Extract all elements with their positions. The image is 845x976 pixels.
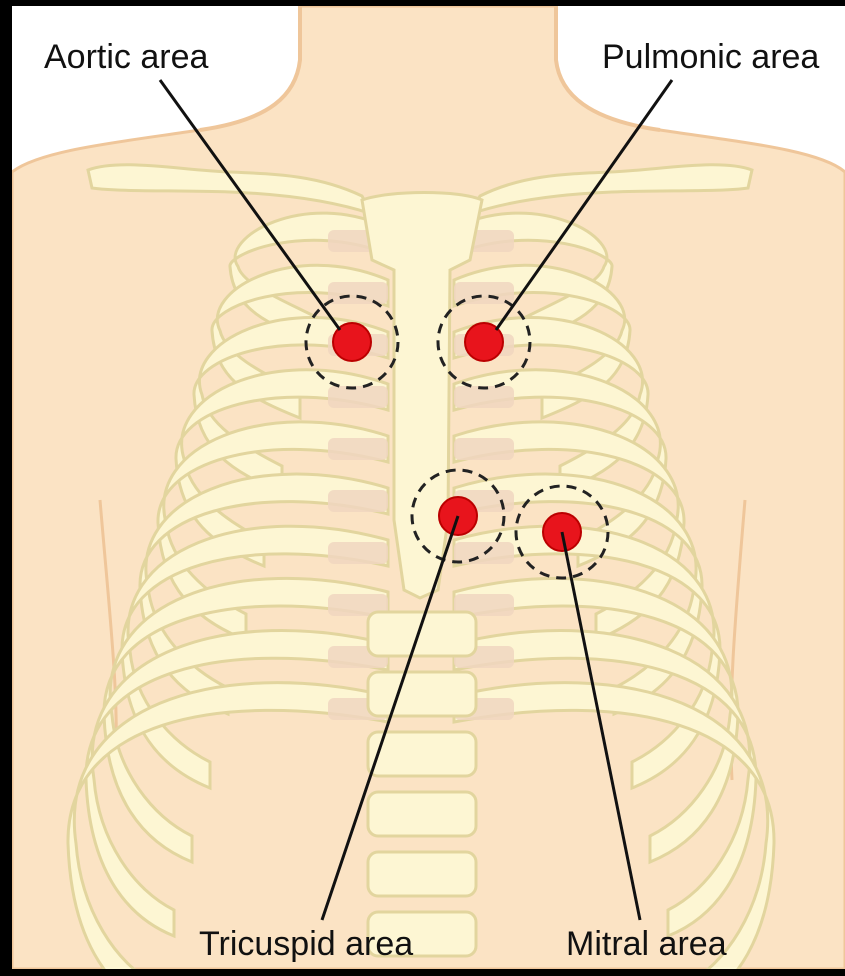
left-costal-cartilage-6 [328,490,388,512]
left-costal-cartilage-4 [328,386,388,408]
tricuspid-label: Tricuspid area [199,925,413,963]
left-costal-cartilage-2 [328,282,388,304]
vertebra-4 [368,792,476,836]
pulmonic-label: Pulmonic area [602,38,819,76]
right-costal-cartilage-5 [454,438,514,460]
vertebra-5 [368,852,476,896]
mitral-label: Mitral area [566,925,727,963]
left-costal-cartilage-7 [328,542,388,564]
aortic-label: Aortic area [44,38,208,76]
left-costal-cartilage-5 [328,438,388,460]
vertebra-2 [368,672,476,716]
